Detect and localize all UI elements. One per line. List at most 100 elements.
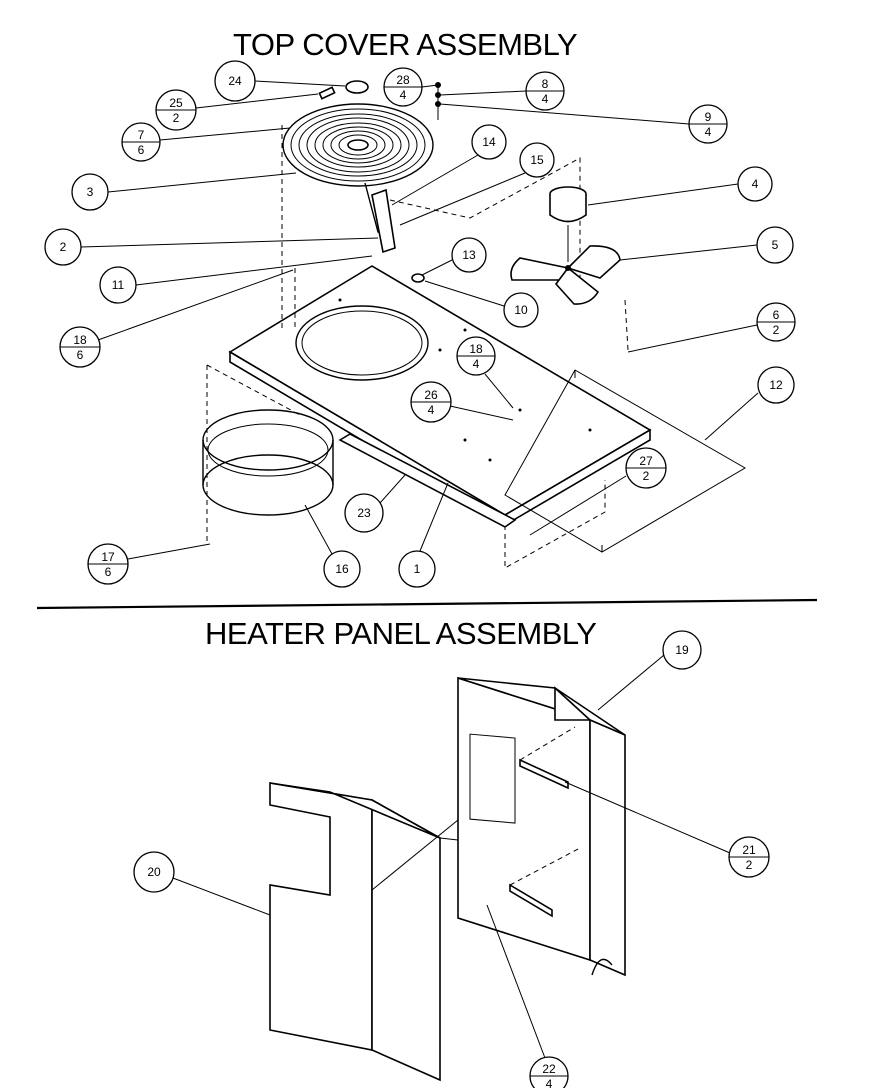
callout-leader-line [704, 392, 759, 441]
callout-number: 18 [73, 333, 87, 347]
callout-18b: 184 [456, 336, 514, 409]
fan-blade [510, 245, 621, 305]
callout-bubble [214, 60, 256, 102]
grommet [411, 273, 425, 283]
base-plate [504, 369, 746, 553]
callout-5: 5 [619, 226, 794, 264]
callout-number: 10 [514, 303, 528, 317]
callout-bubble [99, 266, 137, 304]
callout-4: 4 [587, 166, 773, 206]
callout-leader-line [421, 84, 439, 88]
callout-bubble [344, 493, 384, 533]
callout-leader-line [449, 405, 514, 421]
callout-quantity: 4 [400, 88, 407, 102]
bracket [371, 188, 396, 254]
cap [345, 80, 369, 94]
callout-bubble [471, 124, 507, 160]
callout-11: 11 [99, 255, 373, 304]
callout-10: 10 [424, 280, 539, 328]
trim-strip [338, 433, 517, 528]
callout-number: 26 [424, 388, 438, 402]
callout-number: 3 [87, 185, 94, 199]
callout-2: 2 [44, 228, 379, 266]
callout-bubble [662, 630, 702, 670]
callout-bubble [503, 292, 539, 328]
callout-20: 20 [133, 851, 271, 916]
callout-number: 17 [101, 550, 115, 564]
callout-quantity: 2 [746, 858, 753, 872]
callout-26: 264 [410, 381, 514, 423]
callout-number: 28 [396, 73, 410, 87]
callout-number: 9 [705, 110, 712, 124]
callout-bubble [71, 173, 109, 211]
callout-bubble [133, 851, 175, 893]
callout-number: 13 [462, 248, 476, 262]
callout-8: 84 [439, 71, 565, 111]
callout-number: 5 [772, 238, 779, 252]
callout-quantity: 6 [77, 348, 84, 362]
callout-number: 15 [530, 153, 544, 167]
top-cover-assembly-title: TOP COVER ASSEMBLY [233, 27, 578, 62]
section-divider [36, 598, 818, 610]
callout-leader-line [627, 324, 758, 353]
callout-12: 12 [704, 366, 795, 441]
callout-leader-line [80, 237, 379, 248]
callout-bubble [398, 550, 436, 588]
callout-19: 19 [597, 630, 702, 711]
callout-9: 94 [439, 103, 728, 144]
callout-bubble [323, 550, 361, 588]
callout-leader-line [484, 373, 514, 409]
callout-number: 14 [482, 135, 496, 149]
callout-15: 15 [399, 142, 555, 226]
callout-leader-line [399, 172, 526, 226]
callout-17: 176 [87, 543, 211, 585]
callout-7: 76 [121, 122, 291, 162]
callout-22: 224 [486, 904, 569, 1088]
callout-number: 1 [414, 562, 421, 576]
callout-leader-line [391, 154, 479, 206]
callout-leader-line [159, 127, 291, 141]
callout-number: 6 [773, 308, 780, 322]
callout-6: 62 [627, 302, 796, 353]
callout-number: 22 [542, 1062, 556, 1076]
callout-1: 1 [398, 482, 449, 588]
callout-leader-line [439, 103, 690, 125]
callout-bubble [451, 237, 487, 273]
callout-bubble [519, 142, 555, 178]
callout-leader-line [379, 474, 406, 504]
callout-25: 252 [155, 89, 319, 131]
pin [318, 86, 336, 100]
callout-bubble [756, 226, 794, 264]
callout-leader-line [564, 781, 731, 854]
callout-number: 20 [147, 865, 161, 879]
callout-28: 284 [383, 67, 439, 107]
callout-16: 16 [304, 504, 361, 588]
heater-panel-assembly-title: HEATER PANEL ASSEMBLY [205, 616, 597, 651]
callout-leader-line [587, 183, 739, 206]
callout-quantity: 2 [773, 323, 780, 337]
callout-13: 13 [421, 237, 487, 276]
callout-leader-line [107, 172, 297, 193]
callout-leader-line [97, 269, 294, 341]
callout-leader-line [172, 877, 271, 916]
callout-quantity: 6 [138, 143, 145, 157]
callout-leader-line [254, 80, 346, 87]
callout-leader-line [127, 543, 211, 560]
callout-leader-line [135, 255, 373, 286]
callout-number: 21 [742, 843, 756, 857]
callout-quantity: 4 [705, 125, 712, 139]
callout-quantity: 4 [542, 92, 549, 106]
callout-leader-line [419, 482, 449, 552]
callout-leader-line [424, 280, 505, 307]
heater-box [457, 676, 626, 977]
orifice-ring [202, 409, 334, 516]
callout-quantity: 6 [105, 565, 112, 579]
callout-bubble [757, 366, 795, 404]
callout-number: 2 [60, 240, 67, 254]
callout-number: 11 [112, 278, 125, 292]
callout-leader-line [597, 654, 665, 711]
callout-number: 24 [228, 74, 242, 88]
callout-18a: 186 [59, 269, 294, 368]
